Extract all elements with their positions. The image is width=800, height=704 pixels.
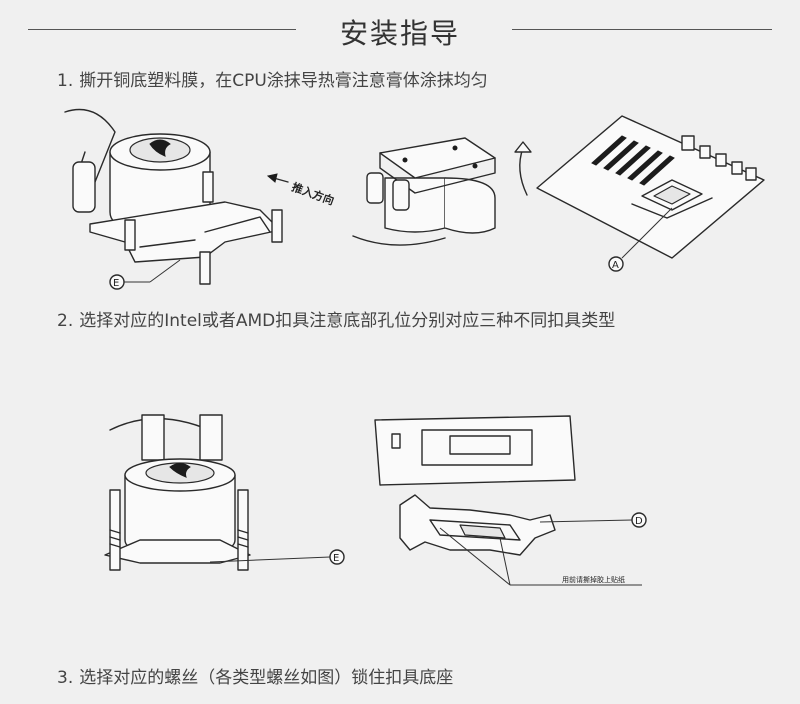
curved-arrow xyxy=(505,140,545,200)
pump-screws-illustration: E xyxy=(100,405,360,585)
title-bar: 安装指导 xyxy=(0,0,800,60)
callout-e2-label: E xyxy=(333,553,339,564)
callout-d-label: D xyxy=(635,516,643,527)
step-1: 1.撕开铜底塑料膜，在CPU涂抹导热膏注意膏体涂抹均匀 xyxy=(57,66,488,91)
pump-bracket-drawing: E 推入方向 xyxy=(64,108,336,290)
backplate-drawing: D 用前请撕掉胶上贴纸 xyxy=(374,415,647,586)
step-2-text: 选择对应的Intel或者AMD扣具注意底部孔位分别对应三种不同扣具类型 xyxy=(79,311,616,331)
callout-a-label: A xyxy=(612,260,619,271)
pump-screws-drawing: E xyxy=(104,414,345,571)
step-1-number: 1. xyxy=(57,71,74,91)
title-rule-right xyxy=(512,29,772,30)
step-3-number: 3. xyxy=(57,668,74,688)
backplate-illustration: D 用前请撕掉胶上贴纸 xyxy=(370,410,670,600)
curved-arrow-icon xyxy=(514,141,532,196)
step-2: 2.选择对应的Intel或者AMD扣具注意底部孔位分别对应三种不同扣具类型 xyxy=(57,306,615,331)
title-rule-left xyxy=(28,29,296,30)
pump-inverted-drawing xyxy=(352,137,496,246)
step-3-text: 选择对应的螺丝（各类型螺丝如图）锁住扣具底座 xyxy=(79,668,454,688)
sticker-note-label: 用前请撕掉胶上贴纸 xyxy=(562,575,625,584)
motherboard-drawing: A xyxy=(536,115,765,272)
step-3: 3.选择对应的螺丝（各类型螺丝如图）锁住扣具底座 xyxy=(57,663,453,688)
pump-inverted-illustration xyxy=(345,118,525,258)
step-2-number: 2. xyxy=(57,311,74,331)
page-title: 安装指导 xyxy=(339,17,460,50)
step-1-text: 撕开铜底塑料膜，在CPU涂抹导热膏注意膏体涂抹均匀 xyxy=(79,71,488,91)
push-direction-label: 推入方向 xyxy=(290,180,336,208)
pump-bracket-illustration: E 推入方向 xyxy=(55,92,355,302)
motherboard-illustration: A xyxy=(532,108,772,278)
callout-e-label: E xyxy=(113,278,119,289)
